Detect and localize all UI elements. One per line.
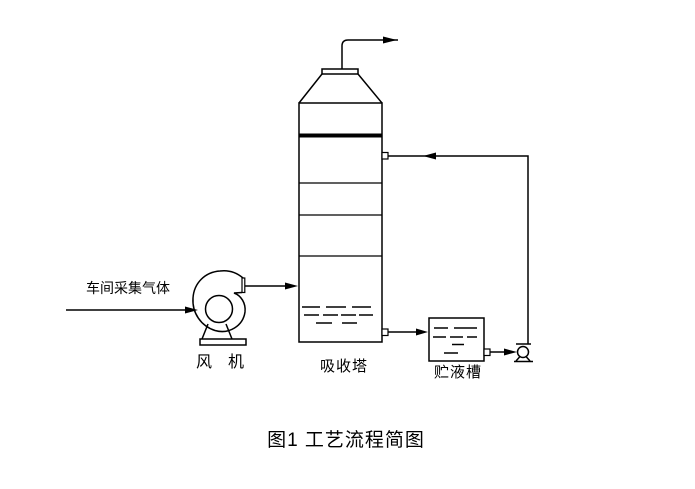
packing-support-line — [299, 133, 382, 138]
tower-neck — [298, 73, 383, 104]
tower-to-tank-line — [388, 328, 428, 336]
fan-base — [199, 338, 247, 346]
tower-section-lines — [299, 182, 382, 257]
storage-tank-icon — [428, 317, 491, 362]
pump-icon — [514, 343, 533, 363]
absorption-tower — [298, 102, 389, 343]
tank-liquid — [433, 327, 477, 354]
fan-legs — [201, 323, 233, 340]
tower-cap — [321, 68, 359, 75]
inlet-gas-label: 车间采集气体 — [86, 280, 170, 296]
storage-tank-label: 贮液槽 — [433, 364, 483, 381]
tower-liquid — [302, 306, 373, 324]
tower-recycle-port — [381, 151, 389, 160]
exhaust-pipe-arrow — [341, 36, 398, 70]
fan-icon — [192, 270, 247, 346]
tower-drain-port — [381, 328, 389, 337]
absorption-tower-label: 吸收塔 — [319, 358, 369, 375]
figure-caption: 图1 工艺流程简图 — [267, 430, 425, 451]
inlet-gas-line — [66, 306, 198, 314]
recycle-line — [388, 152, 529, 344]
fan-outlet-line — [245, 282, 298, 290]
tank-to-pump-line — [490, 348, 517, 356]
tank-outlet-port — [483, 348, 491, 357]
fan-label: 风 机 — [195, 354, 245, 371]
